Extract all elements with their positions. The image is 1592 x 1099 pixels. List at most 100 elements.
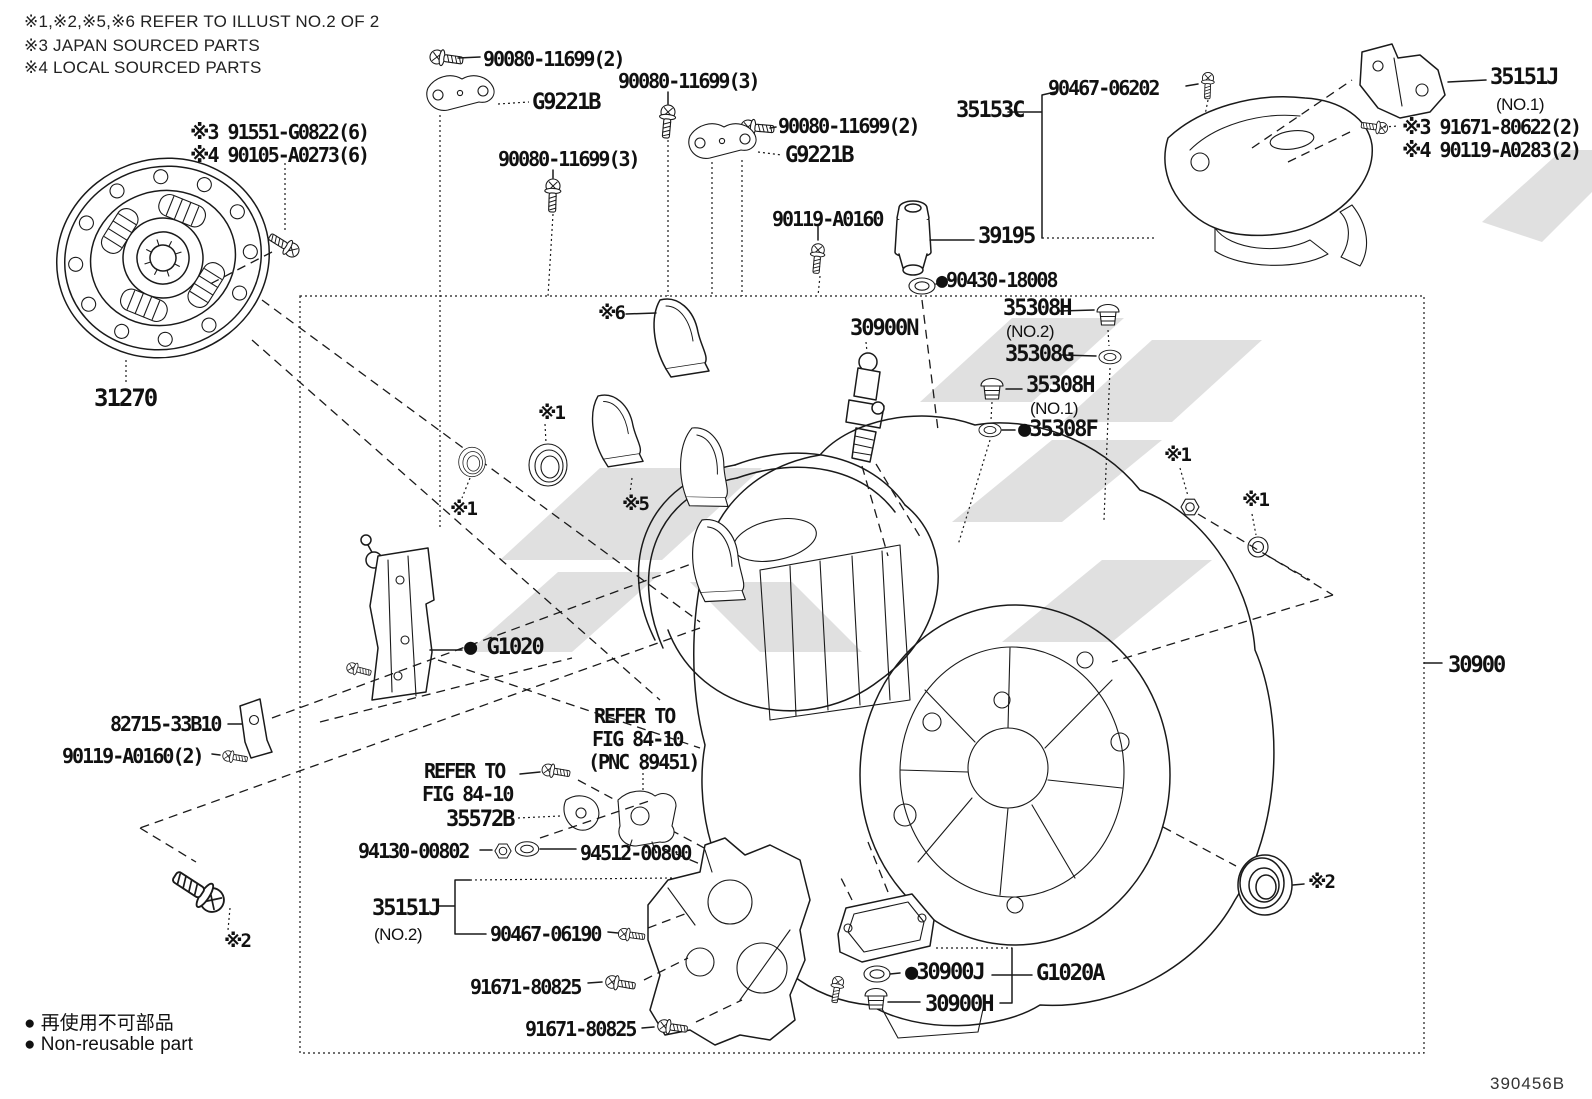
label-x5: ※5 — [622, 493, 650, 515]
label-refer2-line2: FIG 84-10 — [592, 727, 684, 751]
label-91671-80825-b: 91671-80825 — [525, 1017, 637, 1041]
union-nut-icon — [1180, 498, 1200, 516]
air-duct-icon — [591, 394, 644, 468]
assembly-boundary-box — [299, 295, 1425, 1054]
label-35572b: 35572B — [446, 807, 515, 832]
label-39195: 39195 — [978, 224, 1036, 249]
label-35308h-no2: 35308H — [1003, 296, 1072, 321]
label-refer1-line1: REFER TO — [424, 759, 506, 783]
label-30900h: 30900H — [925, 992, 994, 1017]
bracket-82715-drawing — [239, 698, 273, 759]
label-g1020a: G1020A — [1036, 961, 1105, 986]
bolt-icon — [657, 103, 678, 140]
sensor-89451-drawing — [617, 790, 677, 853]
bolt-icon — [540, 761, 572, 782]
label-90467-06202: 90467-06202 — [1048, 76, 1160, 100]
non-reusable-bullet-icon: ● — [24, 1034, 36, 1055]
label-35308h-no2-sub: (NO.2) — [1006, 322, 1055, 341]
non-reusable-bullet-icon: ● — [24, 1013, 36, 1034]
label-90119-a0283: ※4 90119-A0283(2) — [1402, 138, 1582, 162]
cover-35153c-drawing — [1164, 96, 1373, 267]
cam-35572b-drawing — [563, 795, 600, 831]
label-35308h-no1: 35308H — [1026, 373, 1095, 398]
damper-39195-drawing — [894, 200, 932, 276]
washer-icon — [863, 965, 891, 983]
washer-icon — [908, 277, 936, 295]
long-bolt-icon — [166, 863, 231, 919]
label-g9221b-a: G9221B — [532, 90, 601, 115]
figure-number: 390456B — [1490, 1074, 1566, 1093]
bolt-icon — [344, 660, 373, 680]
label-35151j-no1-sub: (NO.1) — [1496, 95, 1545, 114]
label-30900: 30900 — [1448, 653, 1506, 678]
bolt-icon — [543, 178, 562, 213]
shift-lever-bracket-icon — [688, 123, 757, 159]
air-duct-icon — [653, 298, 710, 378]
label-35308g: 35308G — [1005, 342, 1074, 367]
oil-seal-icon — [528, 443, 568, 487]
label-refer2-line3: (PNC 89451) — [588, 750, 700, 774]
oil-seal-icon — [1237, 854, 1293, 916]
label-refer1-line2: FIG 84-10 — [422, 782, 514, 806]
label-35151j-no2: 35151J — [372, 896, 441, 921]
legend-text-en: Non-reusable part — [40, 1034, 193, 1055]
note-illust-ref: ※1,※2,※5,※6 REFER TO ILLUST NO.2 OF 2 — [24, 12, 380, 31]
label-90080-11699-2-b: 90080-11699(2) — [778, 114, 921, 138]
label-x1-c: ※1 — [1164, 444, 1192, 466]
label-91551-g0822: ※3 91551-G0822(6) — [190, 120, 370, 144]
label-35151j-no1: 35151J — [1490, 65, 1559, 90]
drain-plug-icon — [864, 987, 888, 1010]
label-x1-b: ※1 — [450, 498, 478, 520]
label-90119-a0160-2: 90119-A0160(2) — [62, 744, 205, 768]
label-90430-18008: ●90430-18008 — [936, 268, 1058, 292]
label-g1020: ● G1020 — [464, 635, 545, 660]
label-35308h-no1-sub: (NO.1) — [1030, 399, 1079, 418]
label-91671-80825-a: 91671-80825 — [470, 975, 582, 999]
note-japan-parts: ※3 JAPAN SOURCED PARTS — [24, 36, 260, 55]
valve-body-35151j-no2-drawing — [647, 837, 811, 1046]
bolt-icon — [221, 748, 249, 766]
label-90105-a0273: ※4 90105-A0273(6) — [190, 143, 370, 167]
legend-row-jp: ● 再使用不可部品 — [24, 1008, 174, 1035]
label-90080-11699-3-b: 90080-11699(3) — [498, 147, 641, 171]
oil-seal-icon — [458, 446, 486, 478]
bracket-g1020-drawing — [360, 534, 435, 701]
label-94512-00800: 94512-00800 — [580, 841, 692, 865]
legend-text-jp: 再使用不可部品 — [40, 1013, 174, 1034]
legend-row-en: ● Non-reusable part — [24, 1034, 193, 1056]
label-35151j-no2-sub: (NO.2) — [374, 925, 423, 944]
label-30900j: ●30900J — [905, 960, 986, 985]
sensor-30900n-drawing — [845, 352, 885, 463]
label-35153c: 35153C — [956, 98, 1025, 123]
label-90080-11699-3-a: 90080-11699(3) — [618, 69, 761, 93]
clutch-disc-drawing — [55, 157, 271, 359]
label-90119-a0160: 90119-A0160 — [772, 207, 884, 231]
note-local-parts: ※4 LOCAL SOURCED PARTS — [24, 58, 262, 77]
label-91671-80622: ※3 91671-80622(2) — [1402, 115, 1582, 139]
screw-icon — [1200, 71, 1216, 100]
oring-icon — [978, 422, 1002, 438]
bolt-icon — [808, 242, 827, 275]
label-82715-33b10: 82715-33B10 — [110, 712, 222, 736]
nut-icon — [494, 843, 512, 859]
label-x1-a: ※1 — [538, 402, 566, 424]
label-x1-d: ※1 — [1242, 489, 1270, 511]
label-35308f: ●35308F — [1018, 417, 1099, 442]
bolt-icon — [827, 974, 846, 1005]
shift-lever-bracket-icon — [426, 75, 495, 111]
label-refer2-line1: REFER TO — [594, 704, 676, 728]
bolt-icon — [604, 973, 637, 994]
plate-30900j-drawing — [837, 893, 935, 963]
label-g9221b-b: G9221B — [785, 143, 854, 168]
label-94130-00802: 94130-00802 — [358, 839, 470, 863]
label-90467-06190: 90467-06190 — [490, 922, 602, 946]
label-x2-a: ※2 — [224, 930, 252, 952]
label-30900n: 30900N — [850, 316, 919, 341]
label-x6: ※6 — [598, 302, 626, 324]
bolt-icon — [265, 228, 303, 262]
washer-icon — [514, 841, 540, 857]
label-31270: 31270 — [94, 384, 158, 412]
label-x2-b: ※2 — [1308, 871, 1336, 893]
